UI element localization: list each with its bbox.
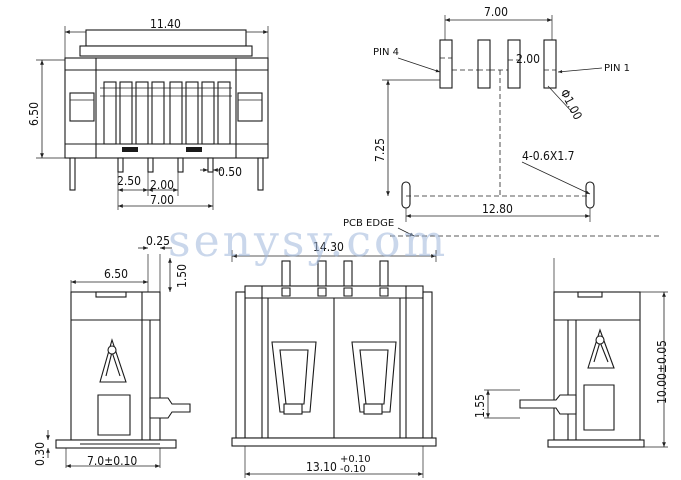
contact-columns xyxy=(100,81,232,145)
watermark: senysy.com xyxy=(168,216,448,267)
dim-7-00-left: 7.00 xyxy=(150,193,174,207)
pin4-label: PIN 4 xyxy=(373,47,399,58)
front-base xyxy=(231,437,437,447)
dim-7-25: 7.25 xyxy=(373,138,387,162)
right-slot xyxy=(585,181,595,209)
dim-14-30: 14.30 xyxy=(313,240,344,254)
dim-0-30: 0.30 xyxy=(33,442,47,466)
hole-diameter: Φ1.00 xyxy=(557,87,585,122)
left-slot xyxy=(401,181,411,209)
bottom-right-view: 10.00±0.05 1.55 xyxy=(473,258,669,448)
pin1-label: PIN 1 xyxy=(604,63,630,74)
dim-0-25: 0.25 xyxy=(146,234,170,248)
dim-10-00: 10.00±0.05 xyxy=(655,340,669,404)
bottom-middle-view: 14.30 xyxy=(231,240,437,478)
dim-6-50: 6.50 xyxy=(27,102,41,126)
dim-6-50-side: 6.50 xyxy=(104,267,128,281)
dim-2-50: 2.50 xyxy=(117,174,141,188)
slot-spec: 4-0.6X1.7 xyxy=(522,149,574,163)
dim-7-0: 7.0±0.10 xyxy=(87,454,137,468)
dim-13-10: 13.10 xyxy=(306,460,337,474)
housing-body xyxy=(64,57,269,159)
top-right-view: 7.00 PIN 4 PIN 1 2.00 Φ1.00 7.25 4-0 xyxy=(343,5,660,237)
dim-11-40: 11.40 xyxy=(150,17,181,31)
pcb-edge-label: PCB EDGE xyxy=(343,218,394,229)
dim-1-55: 1.55 xyxy=(473,394,487,418)
dim-2-00: 2.00 xyxy=(150,178,174,192)
tol-down: -0.10 xyxy=(340,464,366,475)
contact-windows xyxy=(271,341,397,415)
dim-1-50: 1.50 xyxy=(175,264,189,288)
bottom-left-view: 6.50 0.25 1.50 7.0±0.10 0.30 xyxy=(33,234,191,468)
dim-0-50: 0.50 xyxy=(218,165,242,179)
dim-2-00-pitch: 2.00 xyxy=(516,52,540,66)
tol-up: +0.10 xyxy=(340,454,371,465)
top-left-view: 11.40 xyxy=(27,17,269,210)
dim-12-80: 12.80 xyxy=(482,202,513,216)
side-peg xyxy=(149,397,191,419)
pin-pads xyxy=(439,39,557,89)
side-peg-right xyxy=(519,394,577,415)
dim-7-00-right: 7.00 xyxy=(484,5,508,19)
